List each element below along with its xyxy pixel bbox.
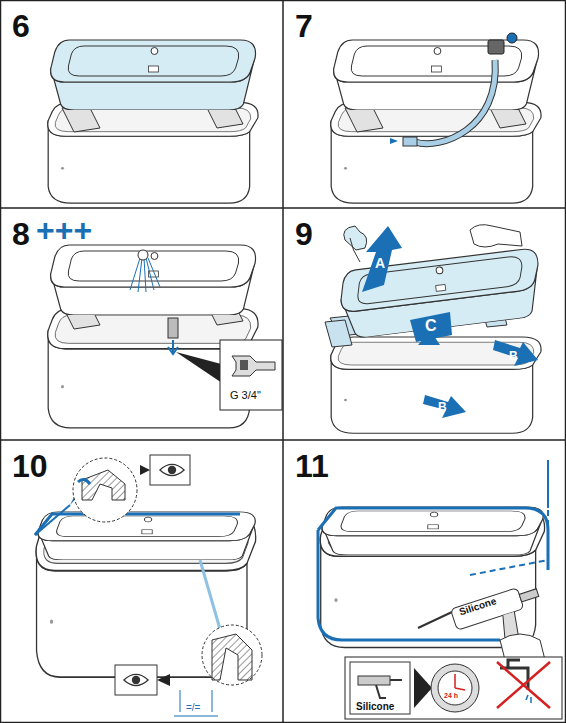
step-number: 8 [12,218,30,250]
step-number: 6 [12,10,30,42]
step-number: 7 [295,10,313,42]
step-number: 10 [12,450,48,482]
arrow-letter: C [425,318,437,334]
repeat-mark: +++ [36,214,92,246]
thread-size: G 3/4" [230,390,261,401]
gap-mark: =/= [186,703,200,713]
step-number: 11 [295,450,329,482]
cure-time: 24 h [444,692,458,699]
step-number: 9 [295,218,313,250]
arrow-letter: B [438,401,447,413]
product-label: Silicone [356,702,394,712]
arrow-letter: A [375,256,385,270]
arrow-letter: B [509,350,518,362]
